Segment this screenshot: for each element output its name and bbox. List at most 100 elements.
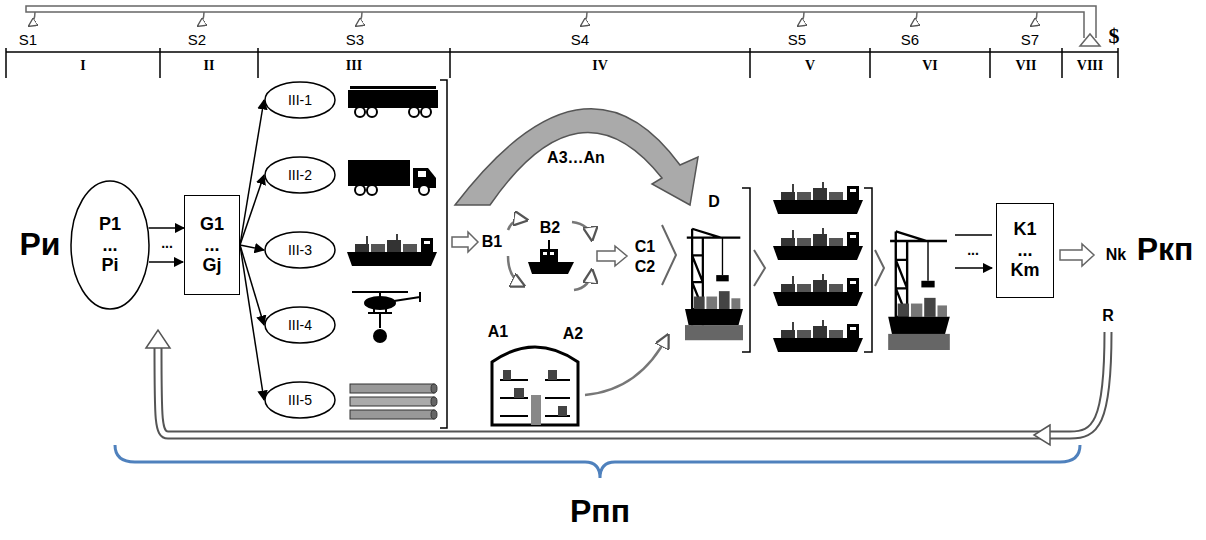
node-text: K1 ... Km	[1010, 219, 1039, 281]
transport-mode-ellipse: III-2	[264, 156, 336, 194]
side-label: Ркп	[1137, 232, 1194, 267]
mode-bracket	[440, 80, 447, 428]
chevron-marks	[754, 250, 765, 286]
flatbed-truck-icon	[421, 107, 431, 117]
alternative-route-arrow	[455, 109, 698, 205]
node-text: III-1	[288, 92, 312, 108]
stage-numeral: V	[805, 58, 815, 73]
chain-brace	[115, 445, 1080, 478]
second-flow-arrow	[149, 262, 183, 263]
cargo-box: G1 ... Gj	[184, 195, 240, 295]
stage-numeral: II	[204, 58, 215, 73]
ellipse-outline	[265, 82, 335, 118]
flow-arrow	[240, 245, 264, 325]
node-text: III-5	[288, 392, 312, 408]
pipeline-icon	[350, 397, 434, 406]
box-truck-icon	[348, 160, 436, 195]
chain-brace	[115, 445, 1080, 478]
flatbed-truck-icon	[355, 107, 365, 117]
ellipsis-mark: ...	[967, 243, 979, 258]
transport-mode-ellipse: III-5	[264, 381, 336, 419]
river-ship-icon	[347, 234, 437, 266]
currency-sign: $	[1109, 24, 1120, 48]
callout-label: D	[708, 193, 720, 211]
sea-vessel-icons	[773, 182, 863, 214]
pipeline-icon	[431, 410, 437, 419]
ellipse-outline	[265, 232, 335, 268]
pipeline-icon	[431, 384, 437, 393]
river-ship-icon	[347, 234, 437, 266]
box-truck-icon	[348, 160, 410, 186]
ellipse-outline	[71, 181, 149, 309]
warehouse-icon	[492, 347, 578, 425]
payment-feedback-arrows	[198, 12, 204, 26]
callout-label: R	[1102, 307, 1114, 325]
pipeline-icon	[350, 384, 434, 393]
sea-vessel-icons	[773, 182, 863, 352]
ellipse-outline	[265, 157, 335, 193]
box-truck-icon	[367, 185, 377, 195]
box-truck-icon	[355, 185, 365, 195]
transport-mode-ellipse: III-4	[264, 306, 336, 344]
payment-feedback-arrows	[26, 6, 1100, 46]
loading-port-picture	[685, 229, 743, 341]
callout-label: A1	[488, 323, 508, 341]
mode-bracket	[440, 80, 447, 428]
node-text: III-2	[288, 167, 312, 183]
return-flow-arrow	[158, 332, 1108, 435]
callout-label: A3…An	[547, 149, 605, 167]
producer-ellipse: P1 ... Pi	[70, 180, 150, 310]
chevron-marks	[662, 225, 676, 285]
callout-label: B2	[540, 219, 560, 237]
sea-vessel-icons	[773, 274, 863, 306]
stage-numeral: I	[80, 58, 85, 73]
stage-brackets	[6, 48, 1118, 78]
helicopter-icon	[364, 296, 396, 310]
vessel-brackets	[742, 188, 750, 352]
chevron-marks	[875, 250, 884, 286]
payment-feedback-arrows	[26, 6, 1096, 38]
payment-feedback-arrows	[798, 12, 804, 26]
warehouse-icon	[503, 370, 511, 380]
stage-cost-label: S2	[188, 32, 206, 49]
vessel-brackets	[864, 188, 872, 352]
pipeline-icon	[350, 384, 437, 419]
return-flow-arrow	[1034, 425, 1050, 445]
stage-cost-label: S4	[571, 32, 589, 49]
stage-numeral: IV	[592, 58, 608, 73]
chain-label: Рпп	[570, 494, 630, 529]
fat-flow-arrows	[452, 232, 478, 252]
sea-vessel-icons	[773, 320, 863, 352]
ellipsis-mark: ...	[161, 236, 173, 251]
flatbed-truck-icon	[409, 107, 419, 117]
tugboat-icon	[543, 252, 547, 255]
delivery-arrows	[955, 235, 992, 268]
side-label: Ри	[19, 227, 60, 262]
return-flow-arrow	[146, 330, 1108, 445]
flow-arrow	[240, 245, 264, 400]
tugboat-icon	[528, 240, 574, 274]
fat-flow-arrows	[597, 246, 627, 266]
transshipment-arrows	[585, 335, 668, 395]
node-text: III-4	[288, 317, 312, 333]
helicopter-icon	[368, 292, 420, 328]
helicopter-icon	[352, 292, 420, 343]
sea-vessel-icons	[773, 228, 863, 260]
payment-feedback-arrows	[911, 12, 917, 26]
payment-feedback-arrows	[356, 12, 362, 26]
flow-arrow	[240, 100, 264, 245]
transshipment-arrows	[574, 270, 592, 290]
loading-port-picture	[685, 229, 743, 341]
tugboat-icon	[540, 249, 558, 262]
pipeline-icon	[350, 410, 434, 419]
transshipment-arrows	[508, 256, 524, 286]
payment-feedback-arrows	[1080, 34, 1100, 46]
return-flow-arrow	[158, 332, 1108, 435]
warehouse-icon	[514, 388, 524, 398]
transport-mode-ellipse: III-3	[264, 231, 336, 269]
stage-cost-label: S1	[19, 32, 37, 49]
helicopter-icon	[373, 329, 387, 343]
flow-arrow	[240, 175, 264, 245]
flatbed-truck-icon	[367, 107, 377, 117]
